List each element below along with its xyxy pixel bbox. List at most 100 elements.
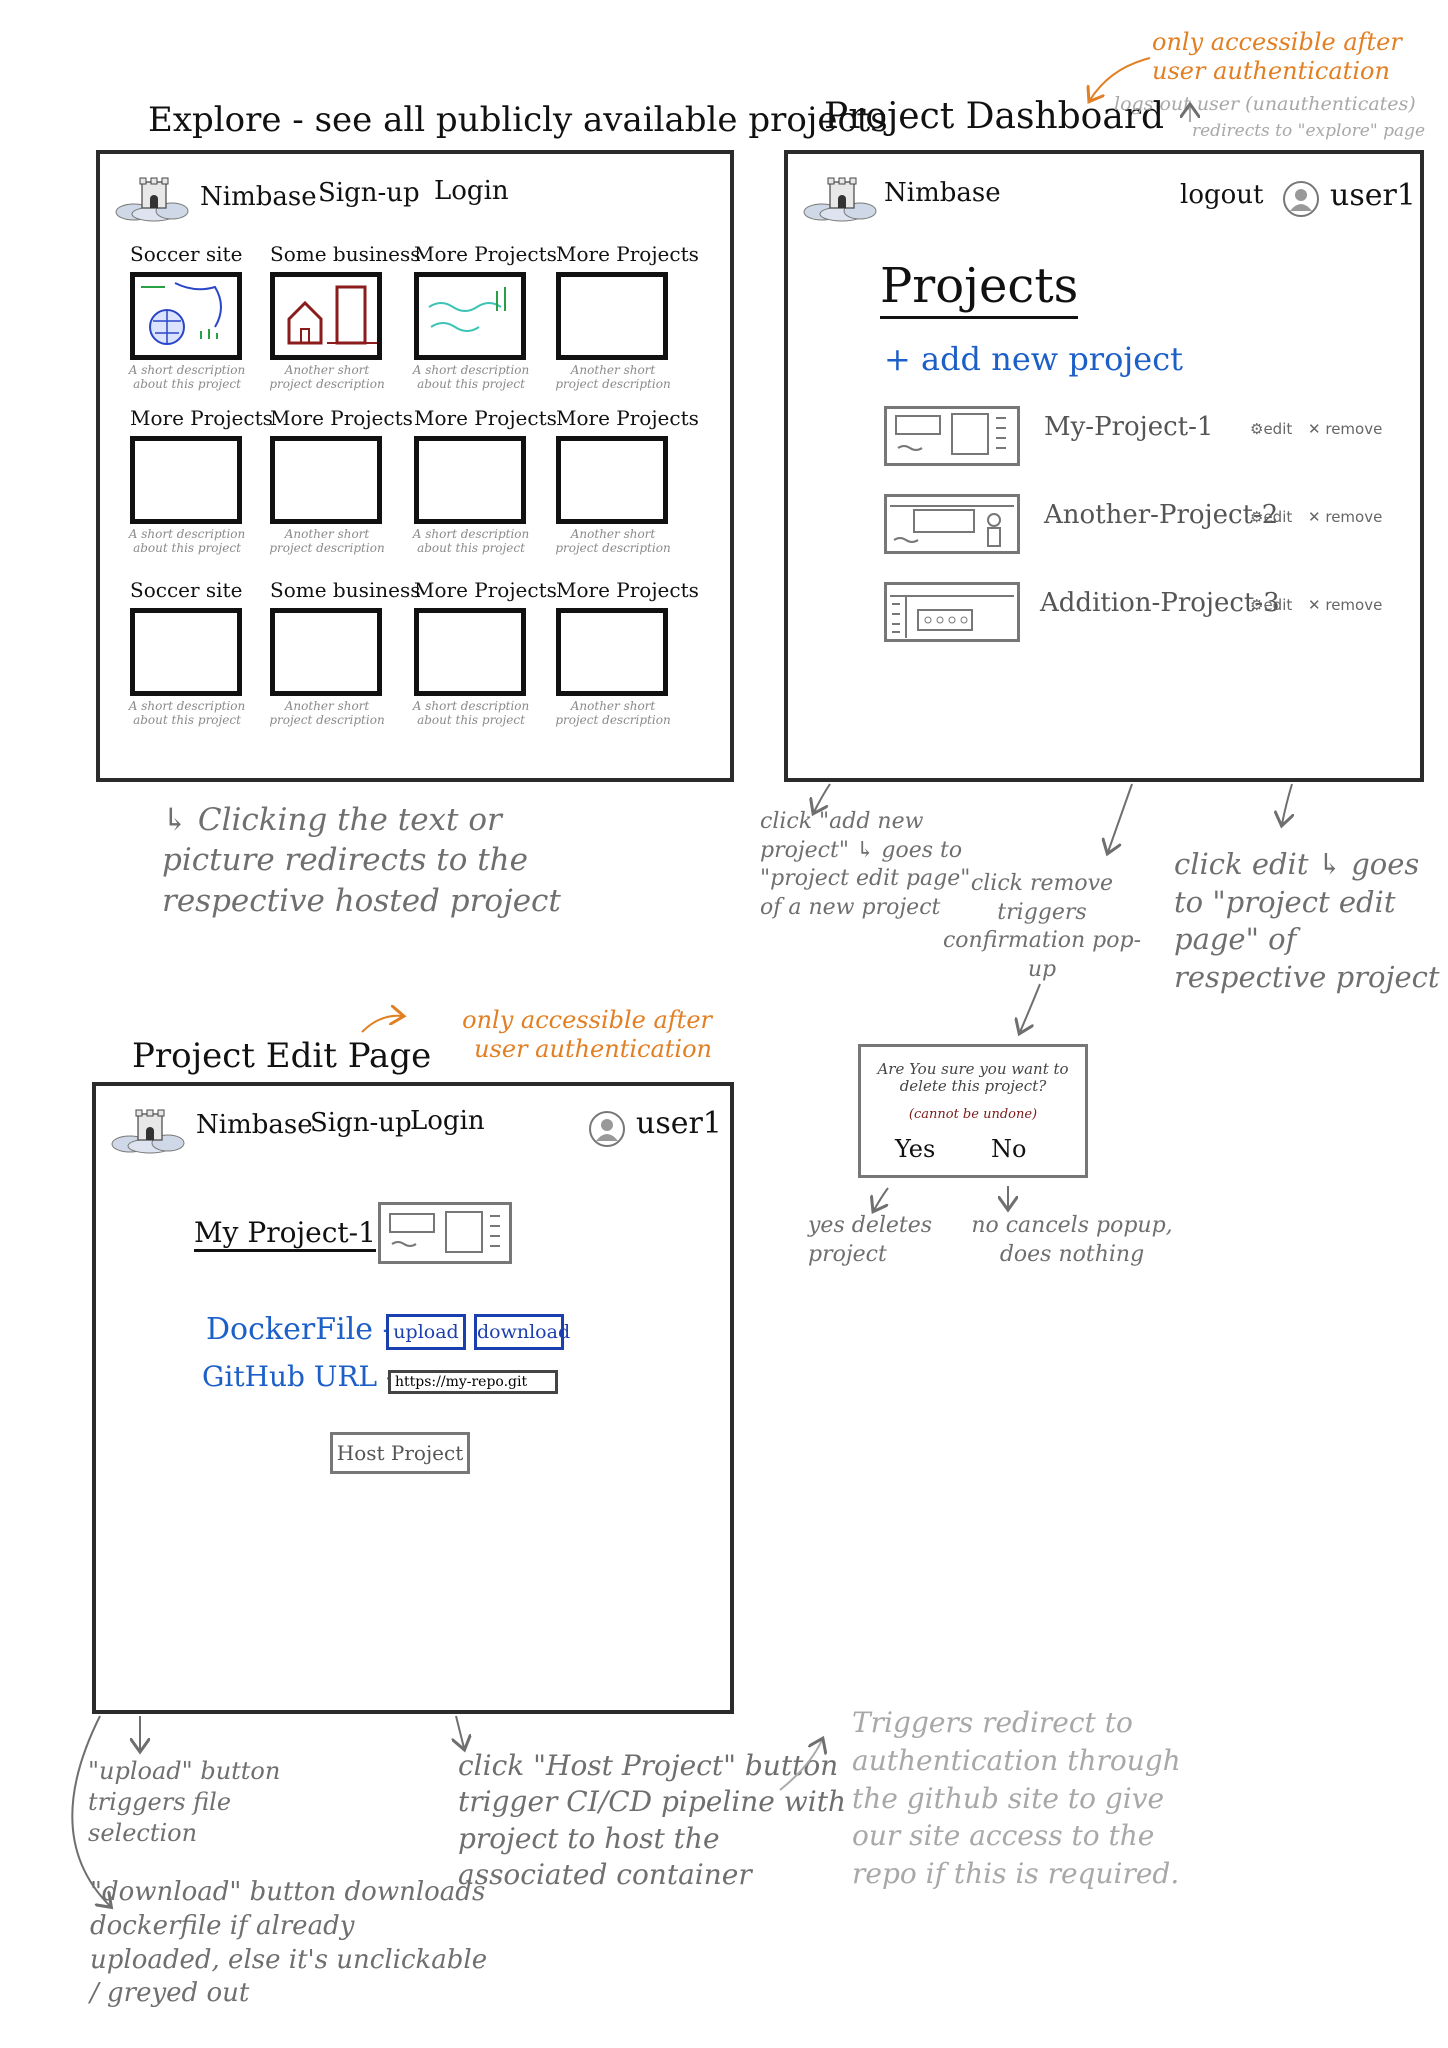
popup-no-button[interactable]: No — [991, 1135, 1027, 1163]
project-card-title[interactable]: More Projects — [130, 406, 273, 430]
project-card-thumbnail[interactable] — [270, 436, 382, 524]
upload-button[interactable]: upload — [386, 1314, 466, 1350]
edit-page-user-name[interactable]: user1 — [636, 1106, 722, 1141]
remove-project-button[interactable]: ✕ remove — [1308, 596, 1382, 614]
popup-question: Are You sure you want to delete this pro… — [877, 1060, 1069, 1096]
host-note: click "Host Project" button trigger CI/C… — [458, 1749, 846, 1892]
project-card-thumbnail[interactable] — [130, 272, 242, 360]
arrow — [1282, 783, 1292, 824]
project-card-description[interactable]: Another short project description — [555, 699, 671, 727]
arrow — [1020, 983, 1041, 1032]
explore-title: Explore - see all publicly available pro… — [148, 100, 888, 140]
project-card-title[interactable]: More Projects — [414, 242, 557, 266]
project-card-thumbnail[interactable] — [556, 608, 668, 696]
add-project-note: click "add new project" ↳ goes to "proje… — [760, 809, 971, 920]
project-card-description[interactable]: A short description about this project — [128, 527, 246, 555]
project-name[interactable]: My-Project-1 — [1044, 412, 1214, 442]
explore-signup-link[interactable]: Sign-up — [318, 178, 420, 208]
dashboard-auth-note: only accessible after user authenticatio… — [1152, 28, 1402, 85]
dockerfile-label: DockerFile - — [206, 1312, 393, 1347]
explore-brand[interactable]: Nimbase — [200, 182, 317, 212]
project-card-title[interactable]: More Projects — [414, 578, 557, 602]
delete-confirmation-popup: Are You sure you want to delete this pro… — [858, 1044, 1088, 1178]
cloud-castle-logo-icon[interactable] — [110, 1104, 188, 1154]
close-icon: ✕ — [1308, 508, 1321, 526]
project-card-title[interactable]: More Projects — [270, 406, 413, 430]
project-card-description[interactable]: Another short project description — [269, 699, 385, 727]
edit-project-button[interactable]: ⚙edit — [1250, 596, 1292, 614]
project-card-thumbnail[interactable] — [270, 608, 382, 696]
edit-project-button[interactable]: ⚙edit — [1250, 508, 1292, 526]
dashboard-brand[interactable]: Nimbase — [884, 178, 1001, 208]
project-card-description[interactable]: Another short project description — [269, 527, 385, 555]
project-card-thumbnail[interactable] — [556, 436, 668, 524]
explore-note: ↳ Clicking the text or picture redirects… — [162, 800, 612, 921]
edit-page-brand[interactable]: Nimbase — [196, 1110, 313, 1140]
project-name[interactable]: Addition-Project-3 — [1040, 588, 1280, 618]
gear-icon: ⚙ — [1250, 508, 1264, 526]
project-card-description[interactable]: Another short project description — [555, 363, 671, 391]
project-card-title[interactable]: More Projects — [556, 578, 699, 602]
remove-label: remove — [1325, 508, 1383, 526]
project-card-description[interactable]: A short description about this project — [412, 527, 530, 555]
project-card-description[interactable]: Another short project description — [269, 363, 385, 391]
download-button[interactable]: download — [474, 1314, 570, 1350]
remove-project-button[interactable]: ✕ remove — [1308, 420, 1382, 438]
logout-note: logs out user (unauthenticates) — [1114, 93, 1416, 115]
edit-label: edit — [1263, 596, 1293, 614]
arrow — [361, 1016, 402, 1033]
project-card-thumbnail[interactable] — [414, 436, 526, 524]
close-icon: ✕ — [1308, 596, 1321, 614]
project-card-title[interactable]: More Projects — [556, 406, 699, 430]
project-card-description[interactable]: A short description about this project — [128, 699, 246, 727]
arrow — [456, 1715, 464, 1748]
project-card-thumbnail[interactable] — [414, 608, 526, 696]
project-name[interactable]: Another-Project-2 — [1044, 500, 1279, 530]
project-card-title[interactable]: Soccer site — [130, 578, 243, 602]
remove-label: remove — [1325, 596, 1383, 614]
project-thumbnail — [884, 582, 1020, 642]
popup-yes-button[interactable]: Yes — [895, 1135, 936, 1163]
project-card-description[interactable]: A short description about this project — [412, 699, 530, 727]
edit-project-button[interactable]: ⚙edit — [1250, 420, 1292, 438]
remove-label: remove — [1325, 420, 1383, 438]
logout-link[interactable]: logout — [1180, 180, 1264, 210]
project-thumbnail — [884, 406, 1020, 466]
project-card-title[interactable]: Soccer site — [130, 242, 243, 266]
download-note: "download" button downloads dockerfile i… — [90, 1877, 488, 2009]
project-card-thumbnail[interactable] — [130, 436, 242, 524]
project-card-title[interactable]: Some business — [270, 242, 421, 266]
project-card-thumbnail[interactable] — [130, 608, 242, 696]
project-card-thumbnail[interactable] — [270, 272, 382, 360]
project-card-title[interactable]: Some business — [270, 578, 421, 602]
project-card-thumbnail[interactable] — [414, 272, 526, 360]
edit-page-signup-link[interactable]: Sign-up — [310, 1108, 412, 1138]
arrow — [1108, 783, 1133, 852]
popup-warning: (cannot be undone) — [908, 1107, 1038, 1122]
project-card-thumbnail[interactable] — [556, 272, 668, 360]
cloud-castle-logo-icon[interactable] — [114, 172, 192, 222]
edit-label: edit — [1263, 508, 1293, 526]
explore-note-arrow: ↳ — [162, 802, 198, 838]
cloud-castle-logo-icon[interactable] — [802, 172, 880, 222]
project-card-description[interactable]: Another short project description — [555, 527, 671, 555]
explore-frame: Nimbase Sign-up Login Soccer site A short… — [96, 150, 734, 782]
dashboard-user-name[interactable]: user1 — [1330, 178, 1416, 213]
project-card-description[interactable]: A short description about this project — [412, 363, 530, 391]
gear-icon: ⚙ — [1250, 420, 1264, 438]
add-project-link[interactable]: + add new project — [884, 340, 1183, 378]
user-avatar-icon[interactable] — [1282, 180, 1320, 218]
remove-project-button[interactable]: ✕ remove — [1308, 508, 1382, 526]
project-card-description[interactable]: A short description about this project — [128, 363, 246, 391]
project-card-title[interactable]: More Projects — [414, 406, 557, 430]
user-avatar-icon[interactable] — [588, 1110, 626, 1148]
explore-login-link[interactable]: Login — [434, 176, 509, 206]
project-card-title[interactable]: More Projects — [556, 242, 699, 266]
dashboard-frame: Nimbase logout user1 Projects + add new … — [784, 150, 1424, 782]
remove-note: click remove triggers confirmation pop-u… — [942, 871, 1142, 982]
redirect-note: redirects to "explore" page — [1192, 121, 1426, 141]
github-note: Triggers redirect to authentication thro… — [852, 1706, 1181, 1891]
edit-page-login-link[interactable]: Login — [410, 1106, 485, 1136]
host-project-button[interactable]: Host Project — [330, 1432, 470, 1474]
github-url-input[interactable] — [388, 1370, 558, 1394]
